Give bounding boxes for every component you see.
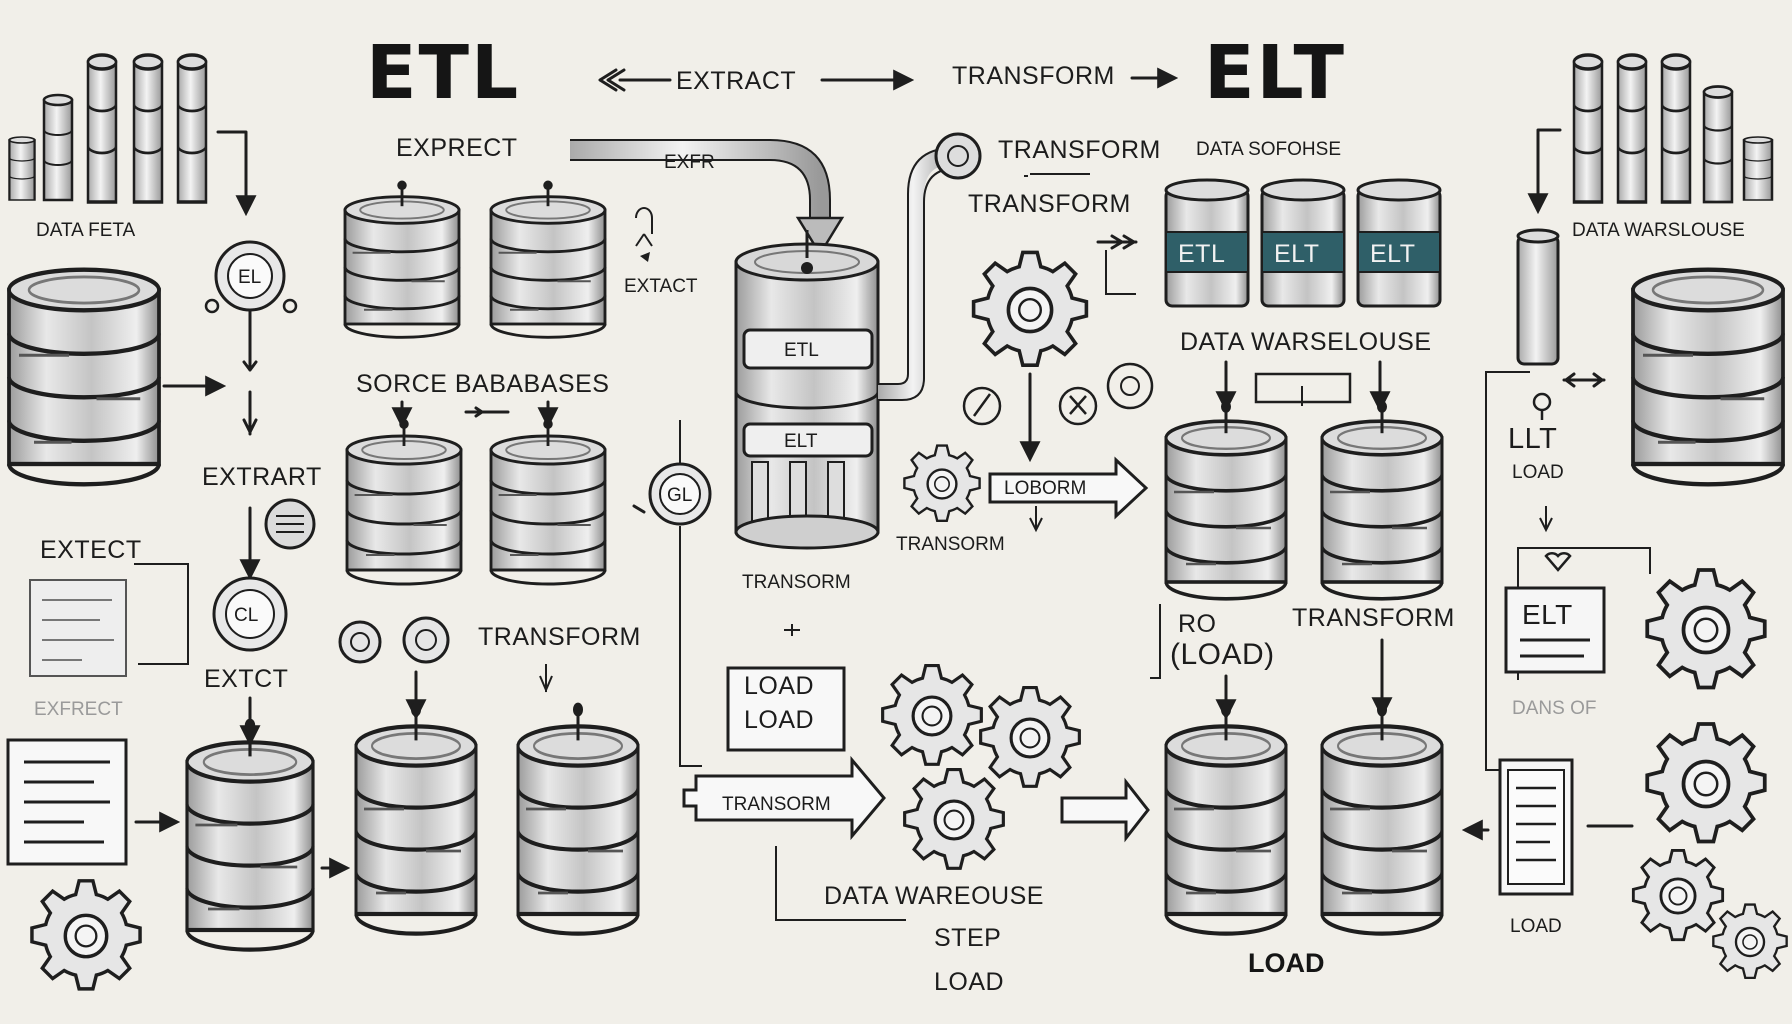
cl-badge-icon: CL — [212, 576, 288, 652]
tank-elt-label: ELT — [784, 431, 818, 452]
transorm-arrow: TRANSORM — [682, 755, 886, 841]
flow-transform-label: TRANSFORM — [952, 62, 1115, 90]
tools-icon — [1058, 386, 1098, 426]
database-icon — [491, 181, 605, 338]
striped-disc-icon — [264, 498, 316, 550]
gl-badge-label: GL — [667, 485, 692, 506]
database-icon — [1322, 401, 1442, 599]
document-icon — [1498, 758, 1574, 896]
transform-label-2: TRANSFORM — [968, 190, 1131, 218]
extect-label: EXTECT — [40, 536, 142, 564]
load-paren-label: (LOAD) — [1170, 638, 1275, 671]
gear-icon — [1712, 903, 1788, 980]
database-icon — [1166, 703, 1286, 934]
load-box-line2: LOAD — [744, 706, 814, 734]
tank-etl-label: ETL — [784, 340, 819, 361]
gl-badge-icon: GL — [648, 462, 712, 526]
data-warehouse-label: DATA WARSELOUSE — [1180, 328, 1432, 356]
gear-icon — [1645, 722, 1767, 844]
database-icon — [518, 703, 638, 934]
gear-icon — [1631, 848, 1725, 942]
gear-icon — [979, 686, 1081, 788]
etl-title: ETL — [366, 30, 520, 116]
cl-badge-label: CL — [234, 605, 258, 626]
gear-icon — [903, 444, 981, 522]
load-bold-label: LOAD — [1248, 948, 1325, 978]
database-icon — [1633, 270, 1783, 485]
barrel-label: ELT — [1370, 240, 1416, 268]
transform-label: TRANSFORM — [1292, 604, 1455, 632]
data-storehouse-label: DATA SOFOHSE — [1196, 139, 1341, 160]
gear-icon — [903, 768, 1005, 870]
database-icon — [1322, 703, 1442, 934]
gear-icon — [30, 879, 142, 991]
small-gear-icon — [338, 616, 450, 664]
step-label: STEP — [934, 924, 1001, 952]
exprect-label: EXPRECT — [396, 134, 518, 162]
barrel-elt-icon: ELT — [1356, 178, 1442, 308]
bidirectional-arrow-icon — [598, 68, 672, 92]
database-icon — [347, 419, 461, 584]
pin-icon — [1532, 392, 1552, 420]
database-icon — [345, 181, 459, 338]
database-icon — [9, 270, 159, 485]
gear-icon — [881, 664, 983, 766]
load-small-label: LOAD — [1512, 462, 1564, 483]
barrel-label: ETL — [1178, 240, 1225, 268]
transorm-arrow-label: TRANSORM — [722, 794, 831, 815]
transform-label: TRANSFORM — [478, 623, 641, 651]
database-icon — [356, 703, 476, 934]
stacked-columns-icon — [1572, 53, 1774, 204]
loborm-arrow: LOBORM — [988, 456, 1149, 520]
data-feta-label: DATA FETA — [36, 220, 136, 241]
flow-extract-label: EXTRACT — [676, 67, 796, 95]
load-bottom-label: LOAD — [1510, 916, 1562, 937]
test-tube-icon — [1516, 228, 1560, 366]
llt-label: LLT — [1508, 423, 1557, 455]
stacked-columns-icon — [8, 53, 208, 204]
heart-icon — [1544, 552, 1572, 572]
loborm-arrow-label: LOBORM — [1004, 478, 1086, 499]
database-icon — [187, 719, 313, 950]
data-warehouse-label: DATA WARSLOUSE — [1572, 220, 1745, 241]
pipe-label: EXFR — [664, 152, 715, 173]
elt-badge-icon: ELT — [1504, 586, 1606, 674]
source-databases-label: SORCE BABABASES — [356, 370, 609, 398]
elt-title: ELT — [1204, 30, 1346, 116]
load-box-line1: LOAD — [744, 672, 814, 700]
gear-icon — [1645, 568, 1767, 690]
settings-circle-icon — [1106, 362, 1154, 410]
barrel-label: ELT — [1274, 240, 1320, 268]
transform-label-1: TRANSFORM — [998, 136, 1161, 164]
data-wareouse-label: DATA WAREOUSE — [824, 882, 1044, 910]
extct-label: EXTCT — [204, 665, 288, 693]
database-icon — [1166, 401, 1286, 599]
transorm-small-label: TRANSORM — [896, 534, 1005, 555]
exfrect-label: EXFRECT — [34, 699, 123, 720]
database-icon — [491, 419, 605, 584]
document-sketch-icon — [29, 579, 127, 677]
extrart-label: EXTRART — [202, 463, 322, 491]
etl-tank-icon: ETL ELT — [734, 230, 880, 550]
pin-icon — [635, 207, 653, 262]
pen-icon — [962, 386, 1002, 426]
dans-of-label: DANS OF — [1512, 698, 1596, 719]
extact-label: EXTACT — [624, 276, 698, 297]
document-icon — [6, 738, 128, 866]
barrel-etl-icon: ETL — [1164, 178, 1250, 308]
ro-label: RO — [1178, 610, 1217, 638]
load-label: LOAD — [934, 968, 1004, 996]
gear-icon — [971, 250, 1089, 368]
transorm-label: TRANSORM — [742, 572, 851, 593]
el-badge-label: EL — [238, 267, 261, 288]
elt-badge-label: ELT — [1522, 599, 1573, 630]
barrel-elt-icon: ELT — [1260, 178, 1346, 308]
el-badge-icon: EL — [204, 240, 298, 314]
